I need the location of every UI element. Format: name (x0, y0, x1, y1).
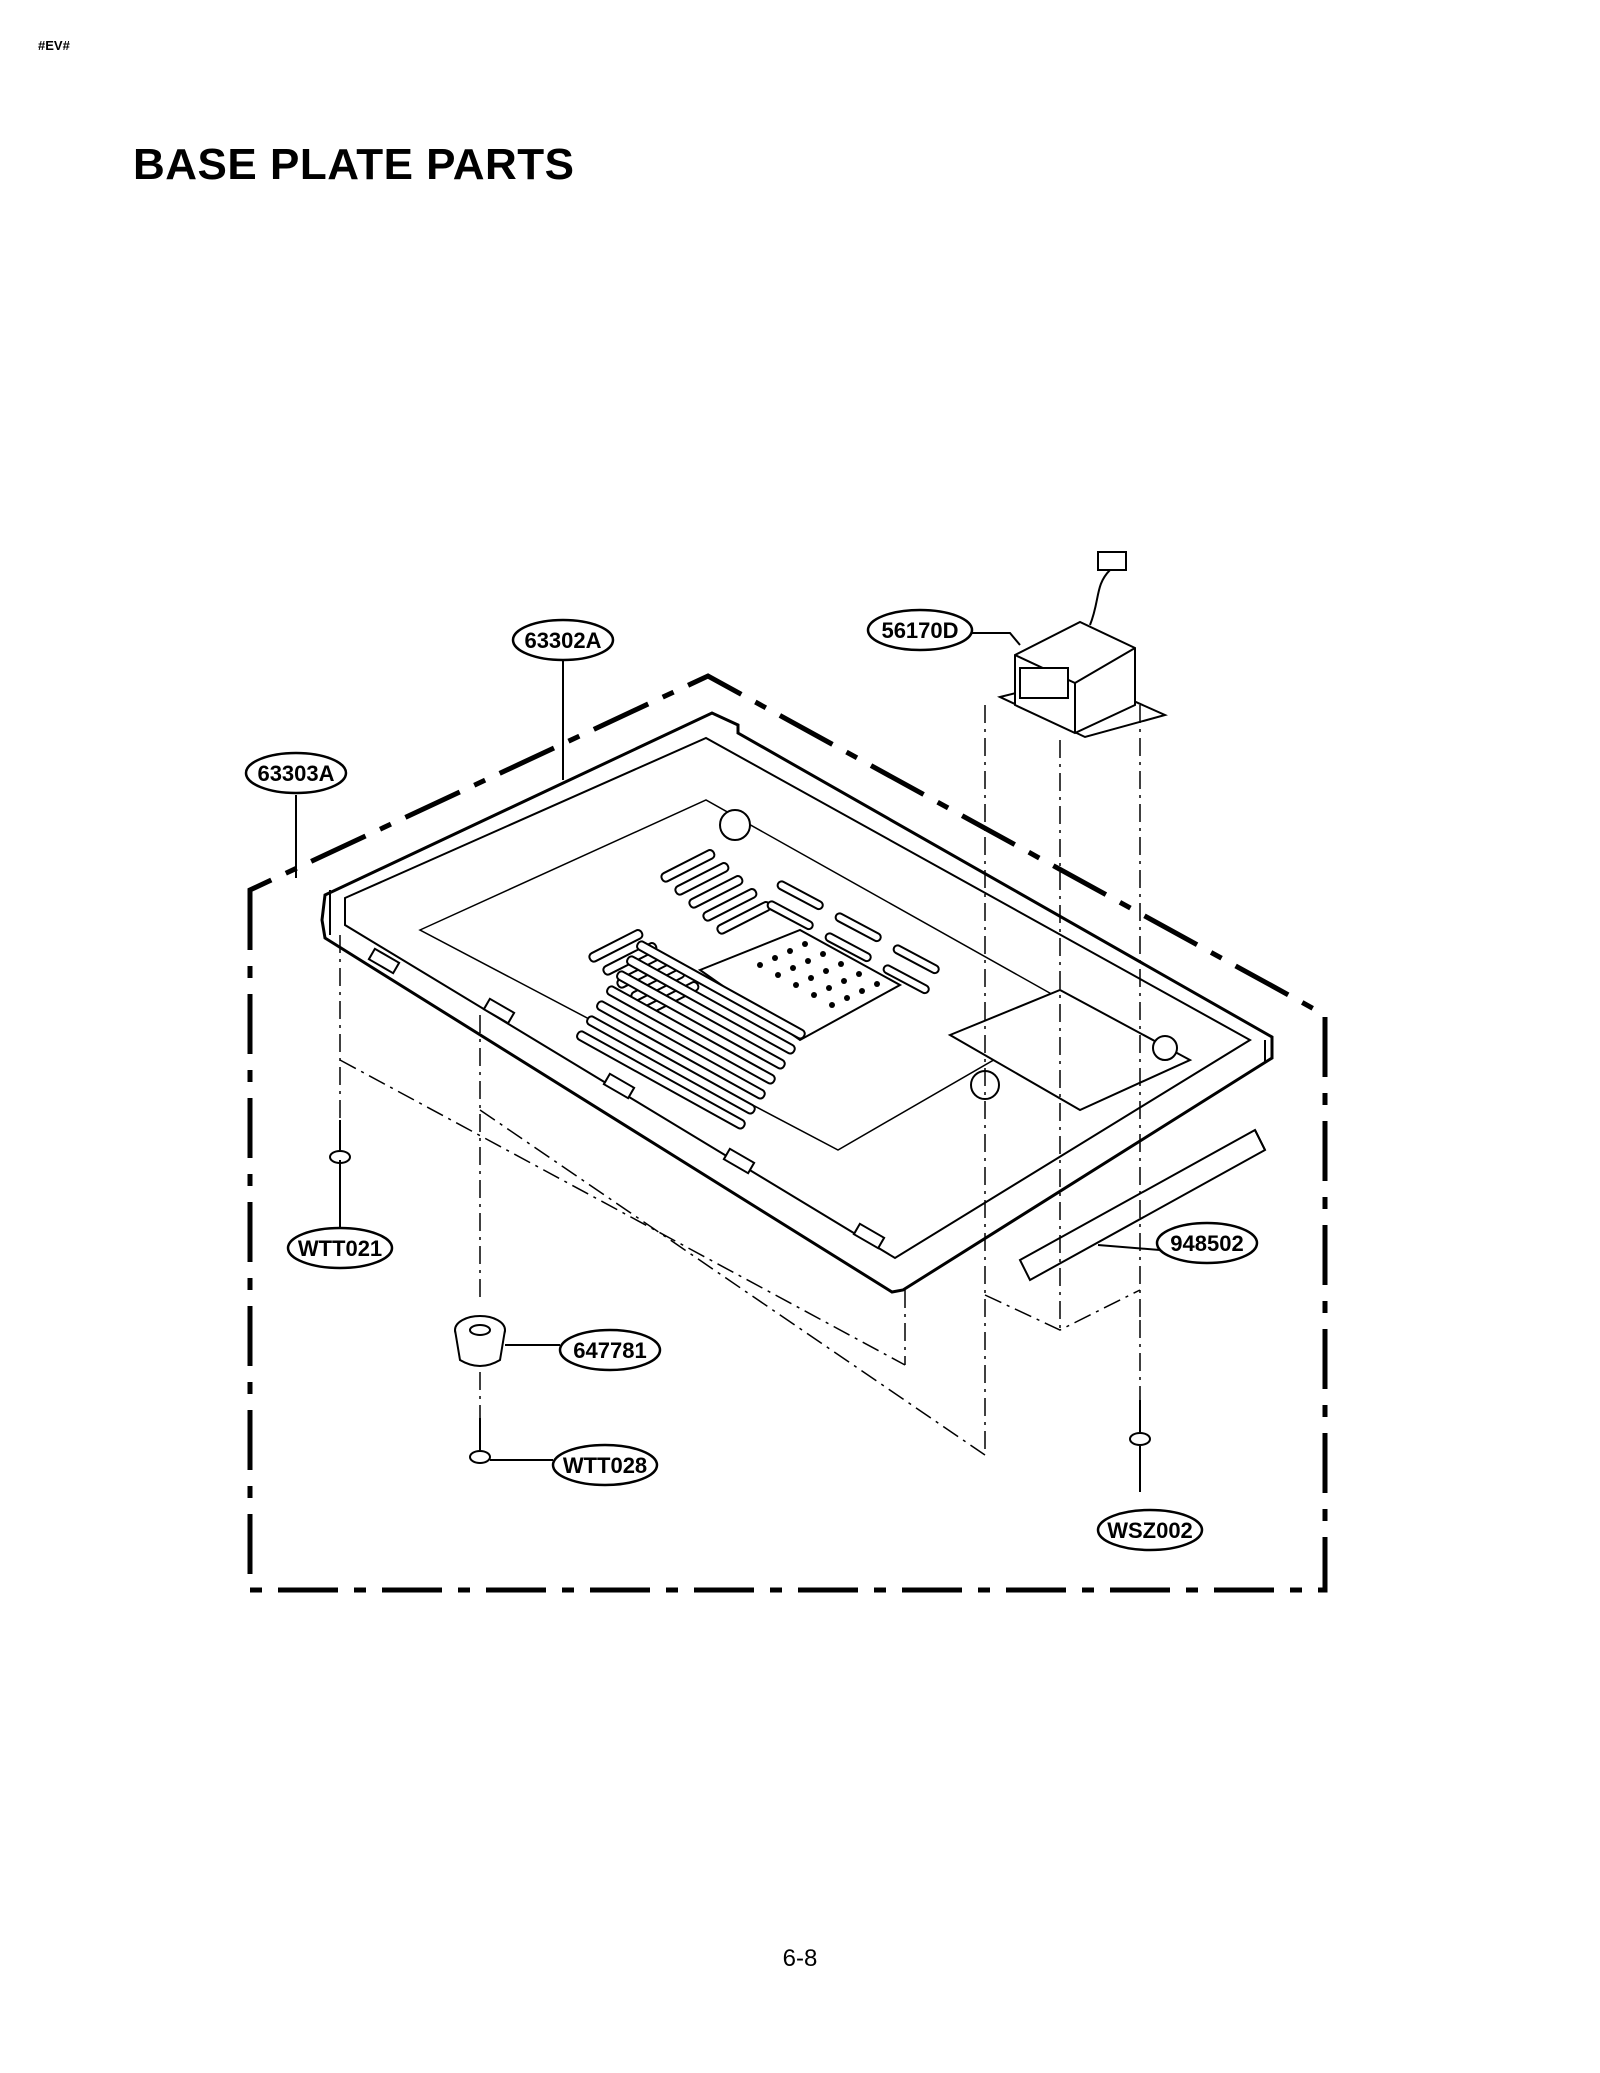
foot-part (454, 1315, 506, 1367)
page-number: 6-8 (782, 1945, 818, 1972)
callout-label: 948502 (1170, 1231, 1243, 1256)
assembly-boundary (247, 673, 1328, 1593)
screw-wtt028 (469, 1418, 491, 1464)
vent-louvers-upper (588, 849, 772, 1015)
callout-label: WTT028 (563, 1453, 647, 1478)
callout-label: 647781 (573, 1338, 646, 1363)
screw-wtt021 (329, 1120, 351, 1164)
screw-wsz002 (1129, 1400, 1151, 1446)
callout-63303A: 63303A (244, 751, 348, 795)
callout-948502: 948502 (1155, 1221, 1259, 1265)
flange-tabs (367, 947, 886, 1250)
callout-label: WSZ002 (1107, 1518, 1193, 1543)
vent-louvers-right (766, 880, 940, 995)
page-title: BASE PLATE PARTS (133, 140, 575, 189)
callout-label: WTT021 (298, 1236, 382, 1261)
callout-WSZ002: WSZ002 (1096, 1508, 1204, 1552)
duct-seal-part (1018, 1128, 1267, 1282)
mounting-boss (1152, 1035, 1178, 1061)
callout-63302A: 63302A (511, 618, 615, 662)
leader-lines (295, 632, 1161, 1492)
callout-label: 63303A (257, 761, 334, 786)
callout-label: 56170D (881, 618, 958, 643)
projection-lines (339, 705, 1141, 1456)
motor-bracket (947, 988, 1193, 1112)
transformer-part (997, 551, 1168, 739)
callout-647781: 647781 (558, 1328, 662, 1372)
callout-56170D: 56170D (866, 608, 974, 652)
grille-holes (757, 941, 880, 1008)
callout-label: 63302A (524, 628, 601, 653)
callout-WTT021: WTT021 (286, 1226, 394, 1270)
vent-louvers-lower (576, 940, 806, 1130)
callout-WTT028: WTT028 (551, 1443, 659, 1487)
document-code: #EV# (38, 38, 70, 53)
